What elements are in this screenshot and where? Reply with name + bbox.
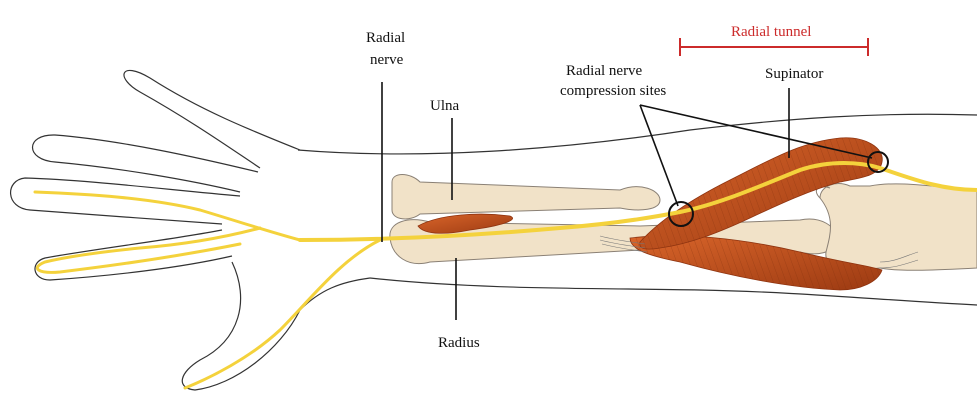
compression-sites-label-line2: compression sites bbox=[560, 83, 666, 99]
supinator-label: Supinator bbox=[765, 66, 823, 82]
nerve-branch-middle bbox=[37, 228, 260, 272]
ulna-bone bbox=[392, 175, 660, 219]
nerve-branch-index bbox=[35, 192, 300, 240]
index-finger-outline bbox=[124, 70, 300, 168]
radial-tunnel-label: Radial tunnel bbox=[731, 24, 811, 40]
radius-label: Radius bbox=[438, 335, 480, 351]
ulna-label: Ulna bbox=[430, 98, 460, 114]
thumb-outline bbox=[182, 262, 370, 390]
nerve-branch-thumb bbox=[185, 240, 380, 388]
radial-nerve-label-line1: Radial bbox=[366, 30, 405, 46]
radial-nerve-label-line2: nerve bbox=[370, 52, 404, 68]
elbow-bones bbox=[816, 184, 977, 272]
ring-finger-outline bbox=[11, 178, 240, 224]
compression-pointer-2 bbox=[640, 105, 872, 158]
lower-arm-edge bbox=[370, 278, 977, 305]
compression-sites-label-line1: Radial nerve bbox=[566, 63, 643, 79]
radial-tunnel-bracket bbox=[680, 38, 868, 56]
